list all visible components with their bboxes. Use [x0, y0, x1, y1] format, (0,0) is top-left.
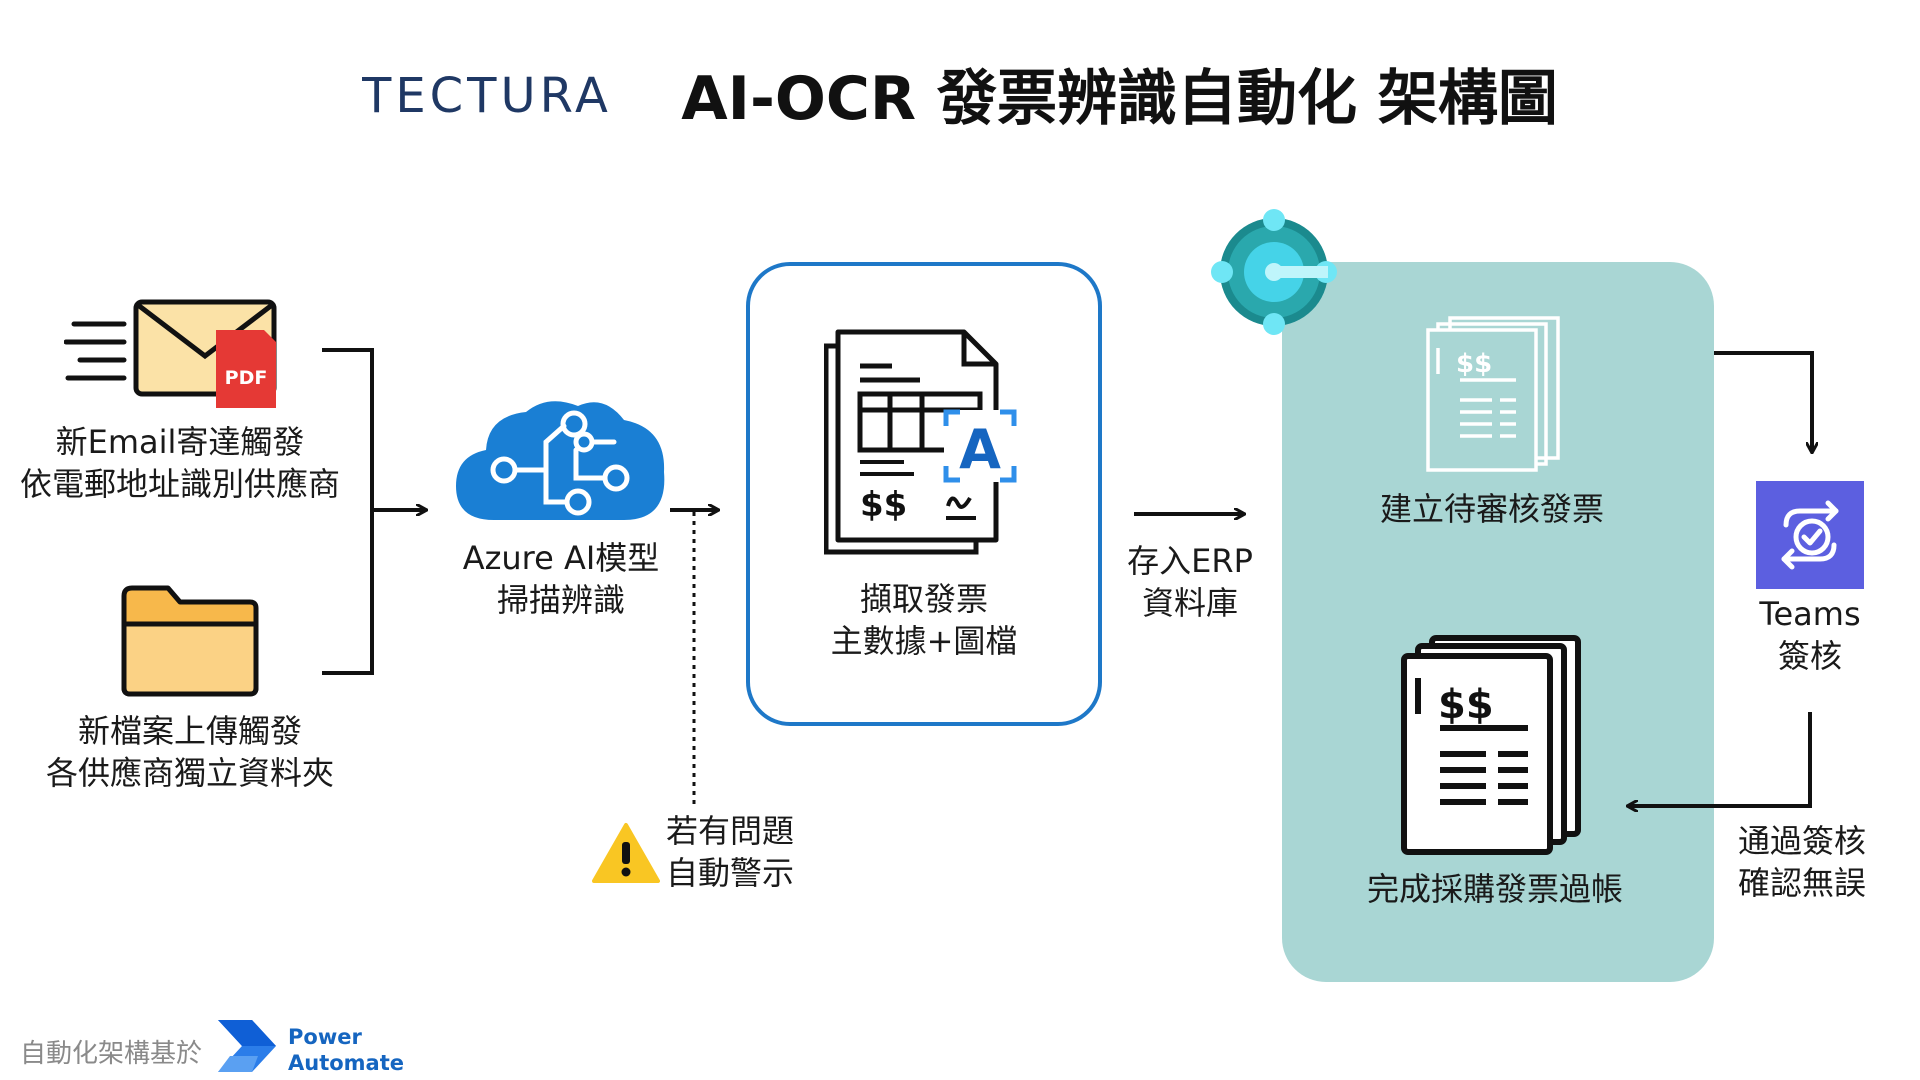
arrow-to-complete	[1628, 712, 1812, 806]
email-trigger-label: 新Email寄達觸發 依電郵地址識別供應商	[19, 423, 340, 503]
invoice-ocr-icon: $$ A	[824, 329, 1017, 555]
pending-invoice-label: 建立待審核發票	[1379, 490, 1604, 528]
footer-based-on: 自動化架構基於	[20, 1039, 203, 1069]
extract-label: 擷取發票 主數據+圖檔	[830, 580, 1018, 660]
teams-approvals-icon	[1756, 481, 1864, 589]
email-pdf-icon: PDF	[64, 299, 277, 408]
azure-ai-cloud-icon	[456, 401, 665, 520]
svg-text:PDF: PDF	[225, 367, 268, 389]
pending-invoice-icon: $$	[1426, 316, 1560, 472]
alert-label: 若有問題 自動警示	[666, 812, 795, 892]
teams-label: Teams 簽核	[1759, 595, 1861, 675]
tectura-logo: TECTURA	[362, 68, 612, 124]
svg-text:TECTURA: TECTURA	[362, 68, 612, 124]
azure-label: Azure AI模型 掃描辨識	[462, 539, 660, 619]
page-title: AI-OCR 發票辨識自動化 架構圖	[681, 64, 1558, 134]
svg-text:$$: $$	[1456, 349, 1492, 379]
folder-icon	[121, 585, 259, 697]
approved-label: 通過簽核 確認無誤	[1737, 822, 1866, 902]
folder-trigger-label: 新檔案上傳觸發 各供應商獨立資料夾	[45, 712, 334, 792]
dynamics-business-central-icon	[1211, 209, 1337, 335]
arrow-to-teams	[1714, 351, 1812, 452]
power-automate-brand: Power Automate	[288, 1025, 405, 1075]
svg-text:$$: $$	[860, 485, 907, 525]
complete-invoice-icon: $$	[1401, 635, 1581, 855]
svg-text:A: A	[959, 418, 1001, 481]
store-erp-label: 存入ERP 資料庫	[1127, 542, 1253, 622]
trigger-bracket	[322, 348, 374, 675]
warning-icon	[592, 823, 660, 883]
complete-invoice-label: 完成採購發票過帳	[1366, 870, 1623, 908]
svg-text:$$: $$	[1438, 682, 1494, 728]
title-row: TECTURA AI-OCR 發票辨識自動化 架構圖	[0, 50, 1920, 137]
power-automate-icon	[218, 1020, 276, 1072]
